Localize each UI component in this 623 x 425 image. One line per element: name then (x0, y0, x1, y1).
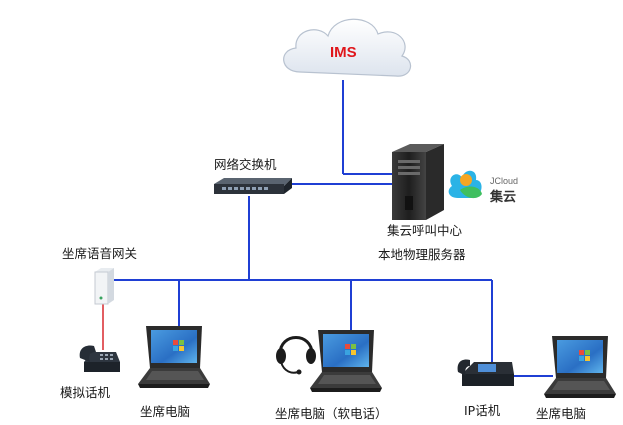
gateway-icon (94, 268, 114, 305)
switch-icon (214, 178, 292, 194)
analog-phone-icon (79, 345, 120, 372)
pc-soft-label: 坐席电脑（软电话） (275, 406, 388, 421)
cloud-icon (283, 18, 412, 77)
switch-label: 网络交换机 (214, 157, 277, 172)
headset-icon (276, 336, 316, 375)
ip-phone-label: IP话机 (464, 403, 501, 418)
network-links (113, 80, 553, 377)
analog-phone-label: 模拟话机 (60, 385, 111, 400)
laptop-icon (544, 336, 616, 398)
server-icon (392, 144, 444, 220)
laptop-icon (310, 330, 382, 392)
server-label-line2: 本地物理服务器 (378, 247, 466, 262)
jcloud-logo (448, 170, 482, 199)
brand-name: JCloud (490, 176, 519, 186)
pc-left-label: 坐席电脑 (140, 404, 191, 419)
brand-cn: 集云 (490, 189, 517, 204)
server-label-line1: 集云呼叫中心 (387, 223, 463, 238)
ip-phone-icon (457, 359, 514, 386)
gateway-label: 坐席语音网关 (62, 246, 138, 261)
pc-right-label: 坐席电脑 (536, 406, 587, 421)
laptop-icon (138, 326, 210, 388)
cloud-label: IMS (330, 44, 357, 61)
